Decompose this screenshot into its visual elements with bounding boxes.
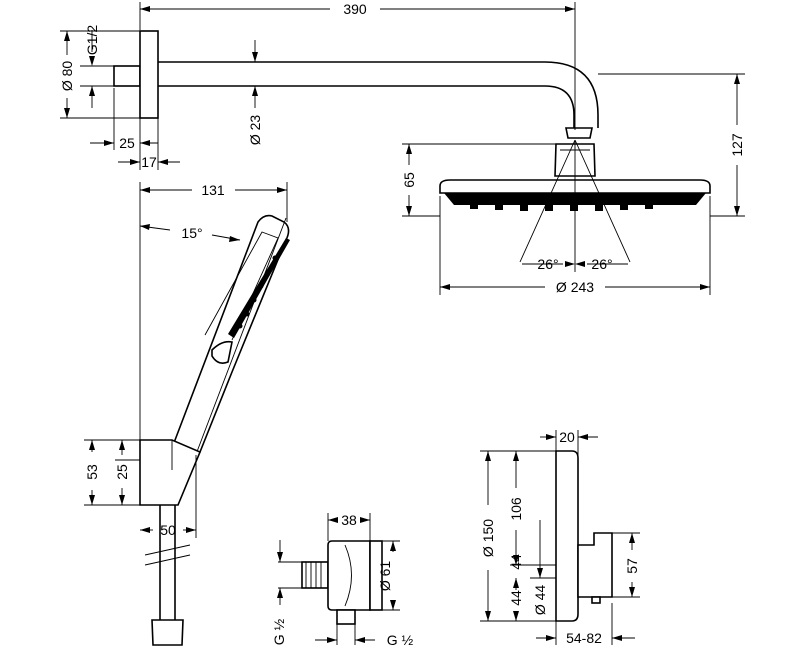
dim-spray-angle-left: 26° <box>537 256 558 272</box>
overhead-dimensions: 390 G1/2 Ø 80 Ø 23 25 17 <box>59 1 745 295</box>
dim-hand-width: 131 <box>201 182 225 198</box>
dim-arrows <box>565 261 585 267</box>
nozzle <box>620 205 628 210</box>
dim-elbow-thread-right: G ½ <box>387 632 414 648</box>
wall-holder <box>139 439 202 506</box>
wall-thread-stub <box>113 65 141 87</box>
elbow-body <box>327 540 371 611</box>
dim-arrows <box>89 56 95 96</box>
thermostat-dimensions: 20 Ø 150 106 Ø 44 44 44 57 <box>480 429 640 646</box>
nozzle <box>265 269 271 275</box>
hand-shower-button <box>211 340 233 364</box>
hand-shower-dimensions: 131 15° 53 25 50 <box>84 182 288 538</box>
dim-plate-upper: 106 <box>508 497 524 521</box>
dim-hand-tilt: 15° <box>181 225 202 241</box>
dim-holder-inner: 25 <box>114 464 130 480</box>
dim-arrows <box>64 31 70 118</box>
hose-break-mark <box>144 554 191 566</box>
nozzle <box>595 205 603 211</box>
arm-connector <box>565 127 593 139</box>
dim-arrows <box>130 159 168 165</box>
dim-head-height: 65 <box>401 172 417 188</box>
dim-arrows <box>537 568 543 578</box>
nozzle <box>495 205 503 210</box>
dim-knob-height: 57 <box>624 558 640 574</box>
dim-flange-offset: 25 <box>119 135 135 151</box>
nozzle <box>645 205 653 209</box>
dim-arrows <box>277 552 283 598</box>
hand-axis-line <box>189 217 287 471</box>
knob-tip <box>591 596 601 604</box>
head-nozzles <box>470 205 653 211</box>
dim-knob-offset-upper: 44 <box>508 554 524 570</box>
hand-shower-inner-line <box>204 231 279 341</box>
dim-arm-dia: Ø 23 <box>247 115 263 146</box>
dim-arrows <box>140 224 240 242</box>
dim-spray-angle-right: 26° <box>591 256 612 272</box>
dim-arrows <box>104 140 150 146</box>
dim-total-drop: 127 <box>729 133 745 157</box>
dim-install-depth: 54-82 <box>566 630 602 646</box>
dim-head-dia: Ø 243 <box>556 279 594 295</box>
nozzle <box>545 205 553 211</box>
dim-flange-thickness: 17 <box>141 154 157 170</box>
wall-elbow-dimensions: 38 Ø 61 G ½ G ½ <box>271 512 414 648</box>
dim-arm-length: 390 <box>343 1 367 17</box>
nozzle <box>244 311 250 317</box>
dim-arrows <box>328 517 370 523</box>
wall-elbow-assembly <box>301 540 383 625</box>
elbow-curve <box>344 544 352 607</box>
thermostat-assembly <box>555 450 613 622</box>
wall-flange <box>139 30 159 119</box>
arm-bend-outer <box>544 61 599 128</box>
dim-knob-dia: Ø 44 <box>532 585 548 616</box>
hand-shower-assembly <box>139 214 290 646</box>
dim-arrows <box>546 434 588 440</box>
hose-nut <box>151 619 184 646</box>
dim-flange-dia: Ø 80 <box>59 61 75 92</box>
dim-plate-depth: 20 <box>559 429 575 445</box>
nozzle <box>520 205 528 211</box>
thermostat-plate <box>555 450 579 622</box>
dim-elbow-thread-left: G ½ <box>271 618 287 645</box>
dim-thread: G1/2 <box>84 25 100 56</box>
dim-holder-width: 50 <box>160 522 176 538</box>
shower-arm-assembly <box>113 30 599 177</box>
spray-line-left <box>519 139 576 263</box>
hose-break-mark <box>144 544 191 556</box>
elbow-flange <box>369 540 383 611</box>
dim-holder-height: 53 <box>84 464 100 480</box>
thermostat-knob <box>577 532 613 598</box>
dim-arrows <box>252 52 258 96</box>
dim-elbow-depth: 38 <box>341 512 357 528</box>
dim-arrows <box>327 637 365 643</box>
nozzle <box>570 205 578 211</box>
nozzle <box>237 323 243 329</box>
dim-knob-offset: 44 <box>508 590 524 606</box>
arm-bend-inner <box>544 85 575 128</box>
nozzle <box>470 205 478 209</box>
dim-arrows <box>513 578 519 621</box>
overhead-shower-head <box>439 139 711 272</box>
dim-plate-dia: Ø 150 <box>480 519 496 557</box>
dim-elbow-dia: Ø 61 <box>377 561 393 592</box>
elbow-outlet <box>336 609 356 625</box>
nozzle <box>272 255 278 261</box>
spray-line-right <box>574 139 631 263</box>
